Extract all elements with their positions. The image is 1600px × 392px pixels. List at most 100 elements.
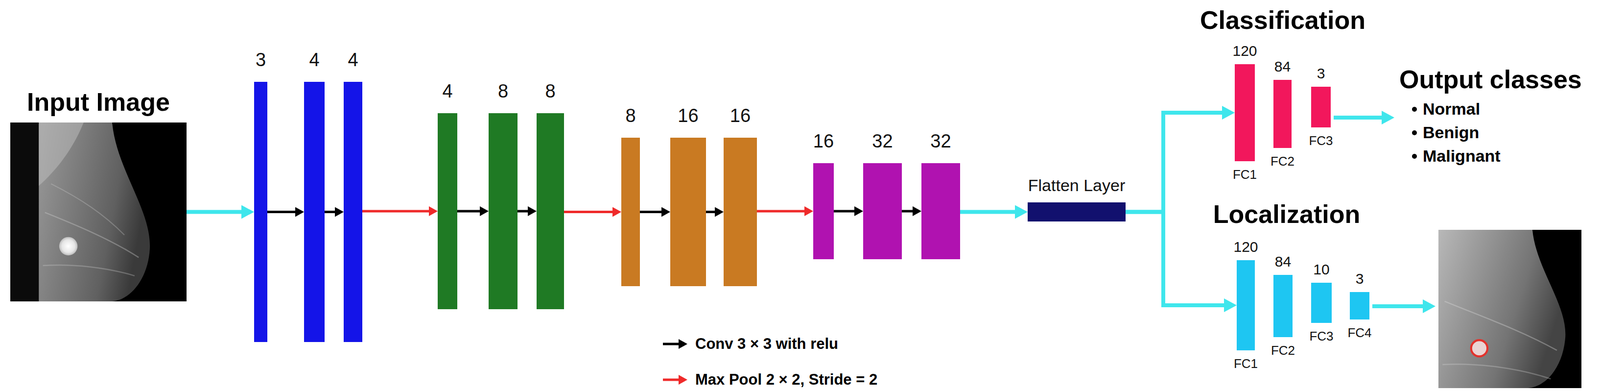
flow-arrow [833,210,855,213]
conv-layer: 32 [863,163,902,259]
conv-layer: 32 [921,163,961,259]
flow-arrow [639,210,662,213]
conv-layer: 16 [723,137,757,286]
fc-layer: 84FC2 [1273,79,1292,148]
unit-count: 3 [1317,66,1326,81]
unit-count: 120 [1232,43,1257,59]
tissue-line [45,212,139,258]
flow-arrow [362,210,429,213]
channel-count: 8 [497,81,509,101]
flow-arrow [267,210,296,213]
legend-entry: Conv 3 × 3 with relu [661,332,839,355]
channel-count: 3 [255,50,266,70]
layer-name: FC3 [1308,134,1333,147]
class-name: Benign [1422,123,1480,142]
layer-name: FC3 [1309,329,1334,343]
flow-arrow [901,210,913,213]
conv-layer: 3 [254,81,268,342]
fc-layer: 84FC2 [1273,274,1293,337]
fc-layer: 120FC1 [1234,64,1255,162]
conv-layer: 16 [670,137,706,286]
flow-arrow [457,210,480,213]
bullet-dot [1411,153,1417,159]
fc-layer: 3FC3 [1311,86,1331,128]
input-image: Input Image [10,122,187,302]
tumor-bounding-circle [1471,339,1488,356]
tumor-mass [59,236,78,256]
legend-arrow-line [662,378,679,381]
conv-layer: 8 [488,113,518,309]
bullet-dot [1411,106,1417,112]
conv-layer: 4 [437,113,458,309]
image-strip [10,122,39,302]
flow-arrow [517,210,528,213]
layer-name: FC2 [1270,343,1295,357]
output-arrow [1333,115,1382,120]
layer-name: FC1 [1233,356,1258,370]
class-name: Normal [1422,99,1481,118]
channel-count: 16 [729,106,751,125]
legend-arrow [661,373,688,386]
branch-title: Classification [1200,6,1366,35]
image-background [1438,229,1582,388]
flatten-layer: Flatten Layer [1027,202,1126,222]
unit-count: 120 [1233,239,1258,255]
unit-count: 10 [1313,261,1330,277]
fc-layer: 10FC3 [1311,282,1332,323]
layer-name: FC1 [1232,167,1257,181]
legend-arrow [661,337,688,350]
flow-arrow [756,210,805,213]
flow-arrow [960,210,1015,214]
localized-output-image [1438,229,1582,388]
conv-layer: 8 [536,113,565,309]
bullet-dot [1411,130,1417,136]
conv-layer: 16 [813,163,834,259]
flow-arrow [324,210,335,213]
layer-name: FC4 [1347,326,1372,339]
output-title: Output classes [1399,65,1582,94]
tissue-line [43,264,135,276]
fc-layer: 120FC1 [1236,259,1255,351]
legend-text: Conv 3 × 3 with relu [695,335,839,353]
legend-text: Max Pool 2 × 2, Stride = 2 [695,371,878,388]
pectoral-muscle [38,122,84,186]
flow-arrow [705,210,715,213]
channel-count: 8 [625,106,636,125]
channel-count: 4 [308,50,320,70]
channel-count: 32 [871,131,893,151]
layer-heading: Flatten Layer [1028,176,1126,194]
channel-count: 4 [347,50,358,70]
conv-layer: 8 [621,137,640,286]
unit-count: 84 [1274,59,1291,74]
channel-count: 16 [677,106,699,125]
tissue-line [1444,301,1557,351]
class-name: Malignant [1422,146,1501,165]
legend-entry: Max Pool 2 × 2, Stride = 2 [661,368,878,391]
conv-layer: 4 [304,81,325,342]
channel-count: 16 [813,131,834,151]
channel-count: 4 [442,81,453,101]
unit-count: 84 [1274,254,1292,269]
flow-arrow [186,210,242,214]
image-background [10,122,187,302]
channel-count: 32 [930,131,951,151]
unit-count: 3 [1355,271,1365,286]
flow-arrow [1125,211,1224,306]
breast-tissue [38,122,150,302]
breast-tissue [1438,229,1566,388]
flow-arrow [1125,112,1223,212]
image-heading: Input Image [26,89,170,115]
layer-name: FC2 [1270,154,1295,168]
flow-arrow [564,210,613,213]
output-arrow [1372,304,1423,308]
branch-title: Localization [1213,200,1361,229]
mammogram-image [10,122,187,302]
legend-arrow-line [662,342,679,346]
conv-layer: 4 [343,81,363,342]
